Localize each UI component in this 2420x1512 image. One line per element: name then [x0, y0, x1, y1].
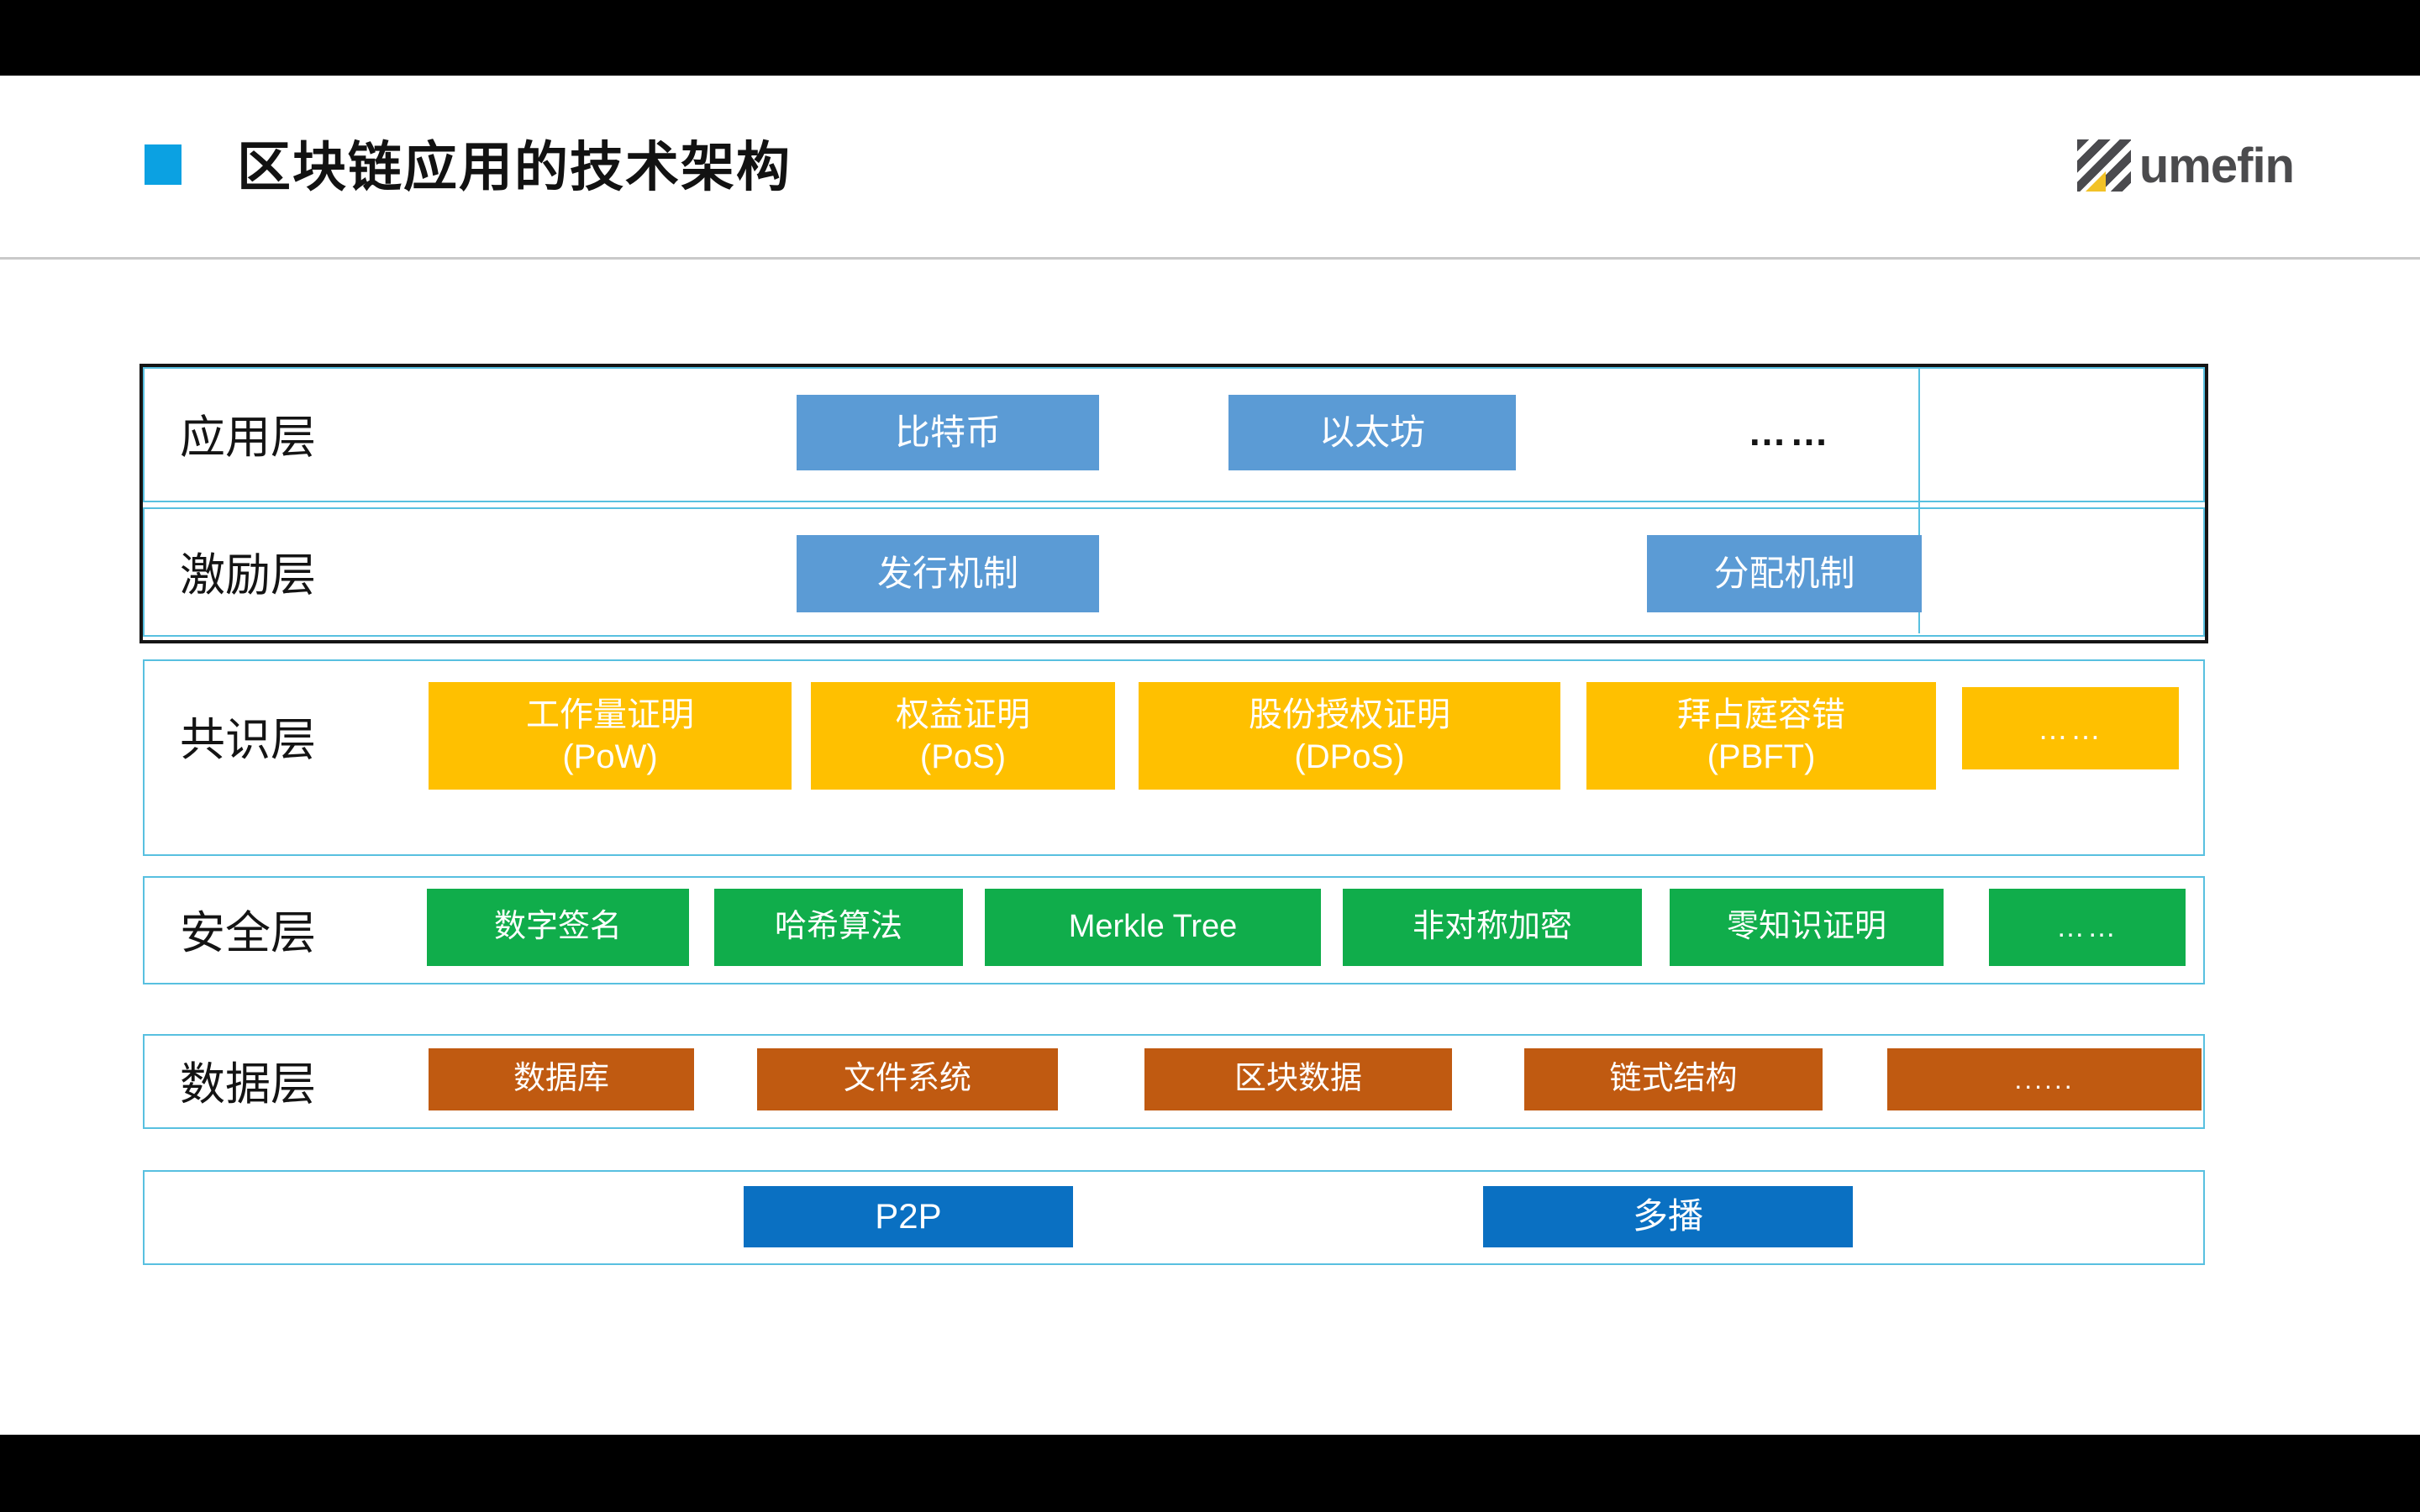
app-item-bitcoin: 比特币: [797, 395, 1099, 470]
data-item-database: 数据库: [429, 1048, 694, 1110]
header-divider: [0, 257, 2420, 260]
network-item-p2p: P2P: [744, 1186, 1073, 1247]
data-item-block-data: 区块数据: [1144, 1048, 1452, 1110]
security-item-zero-knowledge-proof: 零知识证明: [1670, 889, 1944, 966]
security-layer-label: 安全层: [180, 908, 316, 958]
app-item-ethereum: 以太坊: [1228, 395, 1516, 470]
security-item-merkle-tree: Merkle Tree: [985, 889, 1321, 966]
incentive-layer-label: 激励层: [180, 549, 316, 601]
data-item-chain-structure: 链式结构: [1524, 1048, 1823, 1110]
application-incentive-outer-box: [139, 364, 2208, 643]
security-item-hash-algorithm: 哈希算法: [714, 889, 963, 966]
network-item-multicast: 多播: [1483, 1186, 1853, 1247]
consensus-layer-label: 共识层: [180, 714, 316, 765]
security-item-ellipsis: ……: [1989, 889, 2186, 966]
consensus-item-pos: 权益证明 (PoS): [811, 682, 1115, 790]
consensus-item-dpos: 股份授权证明 (DPoS): [1139, 682, 1560, 790]
consensus-item-pbft: 拜占庭容错 (PBFT): [1586, 682, 1936, 790]
consensus-item-pow: 工作量证明 (PoW): [429, 682, 792, 790]
data-item-ellipsis: ......: [1887, 1048, 2202, 1110]
incentive-item-distribution: 分配机制: [1647, 535, 1922, 612]
letterbox-bottom: [0, 1435, 2420, 1512]
data-item-file-system: 文件系统: [757, 1048, 1058, 1110]
data-layer-label: 数据层: [180, 1059, 316, 1110]
incentive-item-issuance: 发行机制: [797, 535, 1099, 612]
security-item-asymmetric-encryption: 非对称加密: [1343, 889, 1642, 966]
app-item-ellipsis: ……: [1748, 410, 1832, 454]
letterbox-top: [0, 0, 2420, 76]
title-bullet-square: [145, 144, 182, 185]
application-layer-box: [143, 367, 2205, 502]
umefin-logo-icon: [2076, 139, 2131, 192]
network-layer-box: [143, 1170, 2205, 1265]
application-layer-label: 应用层: [180, 412, 316, 463]
slide-canvas: 区块链应用的技术架构 umefin 应用层 比特币 以太坊 …… 激励层 发行机…: [0, 76, 2420, 1435]
page-title: 区块链应用的技术架构: [237, 137, 792, 197]
inner-vertical-divider: [1918, 367, 1920, 633]
security-item-digital-signature: 数字签名: [427, 889, 689, 966]
umefin-logo: umefin: [2076, 138, 2295, 193]
umefin-logo-text: umefin: [2139, 138, 2295, 193]
umefin-logo-accent-triangle: [2085, 171, 2106, 192]
consensus-item-ellipsis: ……: [1962, 687, 2179, 769]
